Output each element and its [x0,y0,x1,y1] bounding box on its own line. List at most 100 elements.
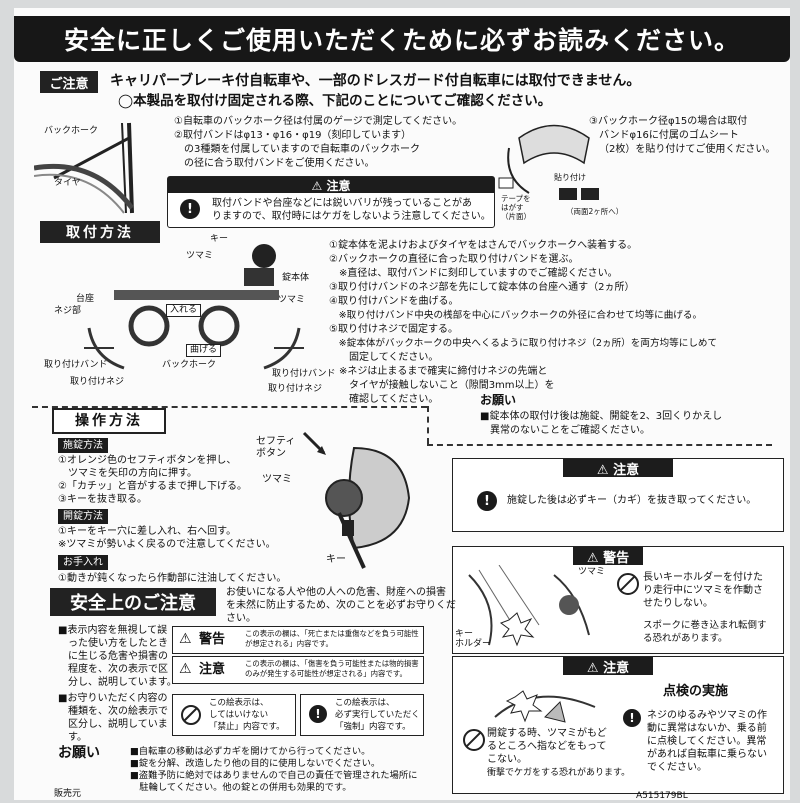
fit-note-r3: （2枚）を貼り付けてご使用ください。 [599,144,776,155]
install-base-label: 台座 [76,294,95,304]
install-knob-label: ツマミ [186,251,214,261]
attention-text-1: 取付バンドや台座などには鋭いバリが残っていることがあ [212,198,472,209]
safety-intro: を未然に防止するため、次のことを必ずお守りくだ [226,600,456,611]
caution-right-2-left: るところへ指などをもって [487,741,607,752]
operation-title-box: 操作方法 [52,408,166,434]
install-screw-right-label: 取り付けネジ [268,384,323,394]
mandatory-text: 「強制」内容です。 [335,722,411,732]
caution-right-2-left: 衝撃でケガをする恐れがあります。 [487,768,631,778]
install-step: ①錠本体を泥よけおよびタイヤをはさんでバックホークへ装着する。 [329,240,638,251]
fit-note-1: ①自転車のバックホーク径は付属のゲージで測定してください。 [174,116,463,127]
mandatory-text: 必ず実行していただく [335,710,420,720]
key-holder-label: キーホルダー [455,629,492,649]
warning-text: 長いキーホルダーを付けた [643,572,763,583]
mandatory-legend: ! この絵表示は、 必ず実行していただく 「強制」内容です。 [300,694,424,736]
safety-button-label: セフティボタン [256,436,296,459]
request-1-title: お願い [480,393,517,407]
prohibit-legend: この絵表示は、 してはいけない 「禁止」内容です。 [172,694,296,736]
exclamation-icon: ! [477,491,497,511]
install-screw-label: ネジ部 [54,306,82,316]
page-banner: 安全に正しくご使用いただくために必ずお読みください。 [14,16,790,62]
caution-tag: ご注意 [40,71,98,93]
install-fork-label: バックホーク [162,360,217,370]
install-step: ②バックホークの直径に合った取り付けバンドを選ぶ。 [329,254,579,265]
lock-step: ②「カチッ」と音がするまで押し下げる。 [58,481,247,492]
fit-note-3: の3種類を付属していますので自転車のバックホーク [184,144,421,155]
fit-note-4: の径に合う取付バンドをご使用ください。 [184,158,375,169]
caution-right-2-right: 動に異常はないか、乗る前 [647,723,767,734]
exclamation-icon: ! [623,709,641,727]
safety-intro: お使いになる人や他の人への危害、財産への損害 [226,587,446,598]
safety-left-2: 区分し、説明していま [58,719,168,730]
lock-step: ツマミを矢印の方向に押す。 [58,468,197,479]
request-2-line: ■盗難予防に絶対ではありませんので自己の責任で管理された場所に [130,770,418,781]
warning-legend-label: 警告 [199,632,226,647]
prohibit-text: してはいけない [209,710,269,720]
warning-legend-text: この表示の欄は、「死亡または重傷などを負う可能性 [245,629,419,638]
install-step: ※ネジは止まるまで確実に締付けネジの先端と [329,366,548,377]
request-1-line-2: 異常のないことをご確認ください。 [480,425,650,436]
care-text: ①動きが鈍くなったら作動部に注油してください。 [58,573,287,584]
safety-left-2: ■お守りいただく内容の [58,693,168,704]
safety-left-1: に生じる危害や損害の [58,651,168,662]
lock-step: ③キーを抜き取る。 [58,494,147,505]
unlock-step: ①キーをキー穴に差し入れ、右へ回す。 [58,526,237,537]
safety-left-1: った使い方をしたとき [58,638,168,649]
safety-left-1: ■表示内容を無視して誤 [58,625,168,636]
caution-right-2-title: ⚠ 注意 [563,657,653,676]
attention-text-2: りますので、取付時にはケガをしないよう注意してください。 [212,211,491,222]
install-insert-label: 入れる [166,304,202,317]
unlock-step: ※ツマミが勢いよく戻るので注意してください。 [58,539,276,550]
warning-text: り走行中にツマミを作動さ [643,585,763,596]
prohibited-icon [617,573,639,595]
caution-right-2-right: でください。 [647,762,707,773]
mandatory-text: この絵表示は、 [335,698,395,708]
warning-text: せたりしない。 [643,598,713,609]
install-key-label: キー [210,234,229,244]
prohibit-text: この絵表示は、 [209,698,269,708]
request-1-line-1: ■錠本体の取付け後は施錠、開錠を2、3回くりかえし [480,411,723,422]
install-step: ※錠本体がバックホークの中央へくるように取り付けネジ（2ヵ所）を両方均等にしめて [329,338,718,349]
lock-operation-illustration [302,431,411,569]
peel-label: テープをはがす（片面） [501,194,531,221]
install-step: ※直径は、取付バンドに刻印していますのでご確認ください。 [329,268,618,279]
caution-right-2-left: 開錠する時、ツマミがもど [487,728,607,739]
request-2-line: 駐輪してください。他の錠との併用も効果的です。 [130,782,352,793]
seller-label: 販売元 [54,789,82,799]
safety-title: 安全上のご注意 [50,588,216,616]
safety-intro: さい。 [226,613,256,624]
safety-left-2: 種類を、次の絵表示で [58,706,168,717]
caution-right-2-right: があれば自転車に乗らない [647,749,767,760]
warning-legend-row: ⚠ 警告 この表示の欄は、「死亡または重傷などを負う可能性 が想定される」内容で… [172,626,424,654]
caution-line-2: ◯本製品を取付け固定される際、下記のことについてご確認ください。 [118,93,552,109]
inspection-title: 点検の実施 [663,684,729,699]
knob-return-illustration [494,690,596,723]
request-2-title: お願い [58,745,100,761]
separator-dashed [427,406,429,444]
caution-box-right-2: ⚠ 注意 点検の実施 開錠する時、ツマミがもど るところへ指などをもって こない… [452,656,784,794]
op-knob-label: ツマミ [262,474,292,485]
caution-right-2-right: ネジのゆるみやツマミの作 [647,710,767,721]
separator-dashed [427,444,772,446]
separator-dashed [32,406,427,408]
install-step: ⑤取り付けネジで固定する。 [329,324,458,335]
attention-title: ⚠ 注意 [168,177,494,193]
bike-fork-illustration [34,122,134,214]
install-step: 固定してください。 [329,352,439,363]
op-key-label: キー [326,554,346,565]
caution-legend-text: のみが発生する可能性が想定される」内容です。 [245,669,407,678]
exclamation-icon: ! [309,705,327,723]
lock-method-tag: 施錠方法 [58,438,108,453]
install-body-label: 錠本体 [282,273,310,283]
warning-knob-label: ツマミ [578,567,606,577]
install-step: ③取り付けバンドのネジ部を先にして錠本体の台座へ通す（2ヵ所） [329,282,635,293]
spoke-illustration [468,565,590,647]
request-2-line: ■自転車の移動は必ずカギを開けてから行ってください。 [130,746,371,757]
caution-box-right: ⚠ 注意 ! 施錠した後は必ずキー（カギ）を抜き取ってください。 [452,458,784,532]
rubber-sheet-illustration [498,124,599,200]
warning-text: スポークに巻き込まれ転倒す [643,620,767,631]
prohibit-text: 「禁止」内容です。 [209,722,285,732]
both-sides-label: （両面2ヶ所へ） [566,207,624,216]
safety-left-1: 分し、説明しています。 [58,677,177,688]
caution-right-title: ⚠ 注意 [563,459,673,478]
